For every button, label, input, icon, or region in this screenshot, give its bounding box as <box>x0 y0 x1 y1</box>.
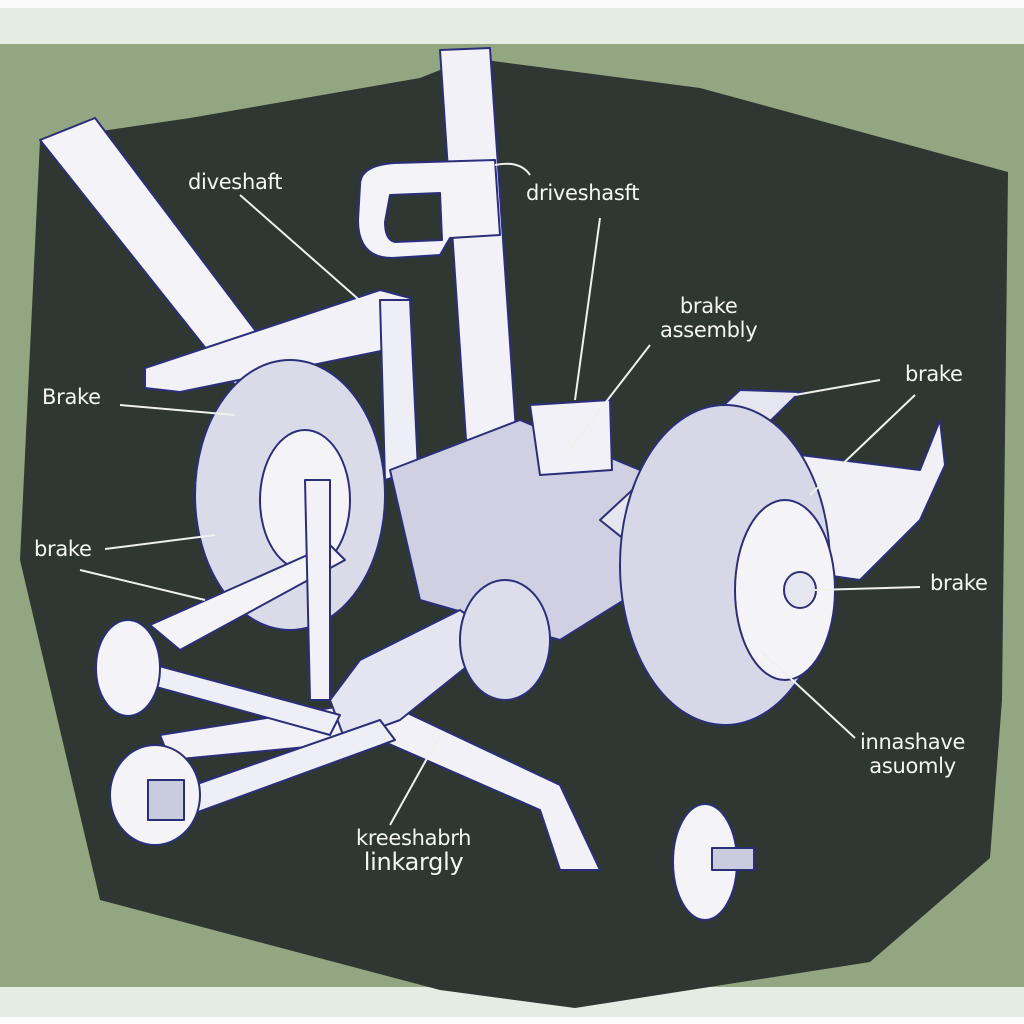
brake-housing <box>529 399 613 476</box>
label-kreeshabrh-line1: kreeshabrh <box>356 826 472 850</box>
lower-crossbar <box>159 699 601 871</box>
label-brake-assembly-line1: brake <box>679 294 738 318</box>
lower-frame <box>149 544 346 651</box>
right-lower-bolt <box>711 847 755 871</box>
driveshaft-flange <box>459 579 551 701</box>
label-innashave-line1: innashave <box>860 730 966 754</box>
leader-brake-left-lower <box>104 534 216 550</box>
label-brake-right-upper: brake <box>905 362 963 386</box>
leader-driveshasft <box>574 217 601 401</box>
label-innashave-asuomly: innashave asuomly <box>860 730 965 778</box>
left-upper-wheel <box>95 619 161 717</box>
leader-brake-right-upper-2 <box>809 394 916 496</box>
label-brake-assembly-line2: assembly <box>660 318 758 342</box>
leader-brake-assembly <box>564 344 651 456</box>
right-wheel-hub <box>783 571 817 609</box>
hitch-clamp <box>357 159 501 259</box>
center-leg <box>304 479 331 701</box>
label-kreeshabrh-line2: linkargly <box>363 848 464 876</box>
label-brake-right-lower: brake <box>930 571 988 595</box>
leader-brake-right-upper <box>794 379 881 396</box>
label-diveshaft: diveshaft <box>188 170 283 194</box>
label-driveshasft: driveshasft <box>526 181 640 205</box>
label-innashave-line2: asuomly <box>869 754 956 778</box>
leader-brake-left-upper <box>119 404 236 416</box>
leader-brake-left-lower-2 <box>79 569 206 601</box>
label-brake-left-upper: Brake <box>42 385 101 409</box>
leader-kreeshabrh <box>389 734 441 826</box>
left-lower-nut <box>147 779 185 821</box>
leader-brake-right-lower <box>814 586 921 591</box>
label-kreeshabrh-linkargly: kreeshabrh linkargly <box>356 826 472 876</box>
leader-innashave <box>759 649 856 739</box>
leader-diveshaft <box>239 194 366 306</box>
leader-driveshasft-arc <box>494 162 531 176</box>
top-band <box>0 8 1024 44</box>
label-brake-left-lower: brake <box>34 537 92 561</box>
label-brake-assembly: brake assembly <box>660 294 758 342</box>
